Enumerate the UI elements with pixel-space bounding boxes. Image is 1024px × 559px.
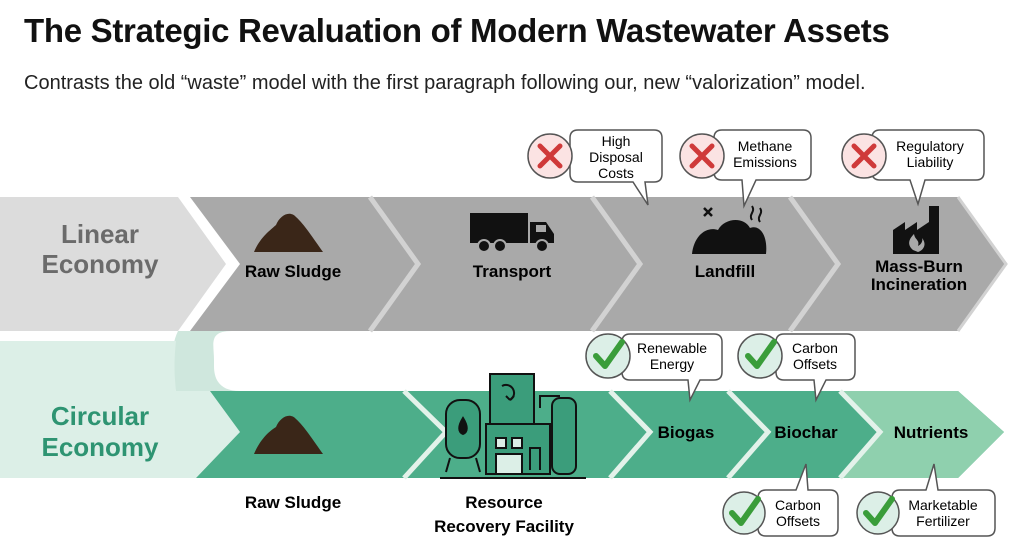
callout-marketable-fertilizer: Marketable Fertilizer [856,463,996,537]
linear-economy-label: Linear [61,219,139,249]
callout-text: Liability [907,154,954,170]
circular-economy-band: Circular Economy Raw Sludge Resource Rec… [0,341,1004,536]
circular-step-facility: Recovery Facility [434,517,574,536]
linear-step-landfill: Landfill [695,262,755,281]
callout-carbon-offsets-bottom: Carbon Offsets [722,463,839,537]
callout-carbon-offsets-top: Carbon Offsets [737,333,856,403]
check-icon [729,496,761,526]
x-icon [689,143,715,169]
linear-separator [589,195,644,333]
linear-economy-label: Economy [41,249,159,279]
landfill-icon [692,205,767,254]
circular-step-raw-sludge: Raw Sludge [245,493,341,512]
linear-to-circular-connector [171,331,240,391]
linear-separator [956,196,1008,332]
linear-separator [787,195,842,333]
linear-step-raw-sludge: Raw Sludge [245,262,341,281]
callout-text: Renewable [637,340,707,356]
circular-step-biogas: Biogas [658,423,715,442]
factory-icon [893,206,939,254]
check-icon [593,339,625,369]
circular-label-chevron [0,341,240,478]
sludge-pile-icon [254,415,323,454]
linear-economy-band: Linear Economy Raw Sludge Transport Land… [0,195,1008,333]
truck-icon [470,213,554,253]
circular-separator [838,389,884,480]
callout-text: Offsets [793,356,837,372]
callout-text: Carbon [792,340,838,356]
page-subtitle: Contrasts the old “waste” model with the… [24,72,866,94]
recovery-facility-icon [440,373,586,479]
linear-separator [367,195,422,333]
page-title: The Strategic Revaluation of Modern Wast… [24,12,890,49]
circular-step-biochar: Biochar [774,423,838,442]
callout-text: Fertilizer [916,513,970,529]
linear-label-chevron [0,197,226,331]
circular-arrow-body [196,391,1004,478]
callout-high-disposal-costs: High Disposal Costs [527,129,663,206]
sludge-pile-icon [254,213,323,252]
callout-methane-emissions: Methane Emissions [679,129,812,209]
circular-economy-label: Economy [41,432,159,462]
circular-separator [608,389,654,480]
callout-text: Energy [650,356,694,372]
circular-economy-label: Circular [51,401,149,431]
callout-renewable-energy: Renewable Energy [585,333,723,403]
check-icon [745,339,777,369]
callout-text: Methane [738,138,793,154]
linear-step-incineration: Incineration [871,275,967,294]
circular-step-facility: Resource [465,493,542,512]
callout-text: Costs [598,165,634,181]
circular-separator [726,389,772,480]
callout-text: Offsets [776,513,820,529]
linear-step-transport: Transport [473,262,552,281]
callout-text: Marketable [908,497,977,513]
callout-text: Regulatory [896,138,964,154]
callout-text: Emissions [733,154,797,170]
callout-text: Disposal [589,149,643,165]
callout-text: High [602,133,631,149]
circular-light-tail [840,391,1004,478]
callout-regulatory-liability: Regulatory Liability [841,129,985,207]
circular-step-nutrients: Nutrients [894,423,969,442]
linear-step-incineration: Mass-Burn [875,257,963,276]
check-icon [863,496,895,526]
x-icon [851,143,877,169]
callout-text: Carbon [775,497,821,513]
x-icon [537,143,563,169]
